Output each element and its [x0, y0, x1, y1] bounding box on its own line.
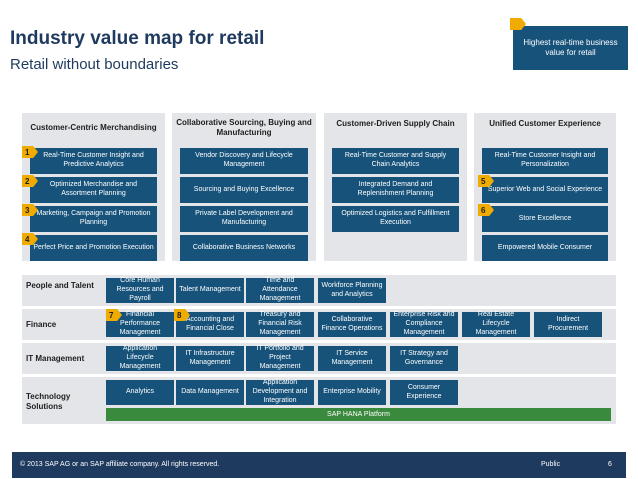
capability-box: Workforce Planning and Analytics [318, 278, 386, 303]
platform-bar: SAP HANA Platform [106, 408, 611, 421]
capability-box: Data Management [176, 380, 244, 405]
capability-box: Marketing, Campaign and Promotion Planni… [30, 206, 157, 232]
column-title: Collaborative Sourcing, Buying and Manuf… [176, 118, 312, 137]
capability-box: Real Estate Lifecycle Management [462, 311, 530, 337]
row-label: Finance [26, 320, 57, 329]
capability-box: IT Infrastructure Management [176, 346, 244, 371]
badge-8: 8 [174, 309, 190, 321]
capability-box: Talent Management [176, 278, 244, 303]
badge-3: 3 [22, 204, 38, 216]
capability-box: Private Label Development and Manufactur… [180, 206, 308, 232]
capability-box: Consumer Experience [390, 380, 458, 405]
capability-box: Optimized Logistics and Fulfillment Exec… [332, 206, 459, 232]
row-label: IT Management [26, 354, 85, 363]
capability-box: Real-Time Customer Insight and Personali… [482, 148, 608, 174]
footer-copyright: © 2013 SAP AG or an SAP affiliate compan… [20, 461, 220, 468]
capability-box: Enterprise Mobility [318, 380, 386, 405]
capability-box: Perfect Price and Promotion Execution [30, 235, 157, 261]
capability-box: Enterprise Risk and Compliance Managemen… [390, 311, 458, 337]
capability-box: Real-Time Customer and Supply Chain Anal… [332, 148, 459, 174]
capability-box: Empowered Mobile Consumer [482, 235, 608, 261]
page-subtitle: Retail without boundaries [10, 56, 179, 73]
capability-box: Vendor Discovery and Lifecycle Managemen… [180, 148, 308, 174]
callout-box: Highest real-time business value for ret… [513, 26, 628, 70]
row-label: People and Talent [26, 281, 94, 290]
badge-7: 7 [106, 309, 122, 321]
capability-box: Analytics [106, 380, 174, 405]
footer-bar [12, 452, 626, 478]
badge-5: 5 [478, 175, 494, 187]
capability-box: IT Portfolio and Project Management [246, 345, 314, 371]
badge-1: 1 [22, 146, 38, 158]
badge-6: 6 [478, 204, 494, 216]
capability-box: Financial Performance Management [106, 311, 174, 337]
badge-4: 4 [22, 233, 38, 245]
column-title: Unified Customer Experience [489, 119, 601, 128]
capability-box: Store Excellence [482, 206, 608, 232]
capability-box: Collaborative Finance Operations [318, 312, 386, 337]
capability-box: IT Service Management [318, 346, 386, 371]
capability-box: Real-Time Customer Insight and Predictiv… [30, 148, 157, 174]
capability-box: Application Development and Integration [246, 379, 314, 405]
row-label: Technology Solutions [26, 392, 71, 411]
capability-box: Collaborative Business Networks [180, 235, 308, 261]
badge-2: 2 [22, 175, 38, 187]
footer-classification: Public [541, 461, 561, 468]
capability-box: Indirect Procurement [534, 312, 602, 337]
page-title: Industry value map for retail [10, 28, 265, 49]
capability-box: Accounting and Financial Close [176, 312, 244, 337]
callout-marker-icon [510, 18, 526, 30]
capability-box: Time and Attendance Management [246, 277, 314, 303]
footer-page-number: 6 [608, 461, 612, 468]
capability-box: Application Lifecycle Management [106, 345, 174, 371]
capability-box: Optimized Merchandise and Assortment Pla… [30, 177, 157, 203]
capability-box: Core Human Resources and Payroll [106, 277, 174, 303]
capability-box: Integrated Demand and Replenishment Plan… [332, 177, 459, 203]
capability-box: Superior Web and Social Experience [482, 177, 608, 203]
capability-box: Sourcing and Buying Excellence [180, 177, 308, 203]
column-title: Customer-Centric Merchandising [30, 123, 157, 132]
capability-box: IT Strategy and Governance [390, 346, 458, 371]
column-title: Customer-Driven Supply Chain [336, 119, 455, 128]
capability-box: Treasury and Financial Risk Management [246, 311, 314, 337]
